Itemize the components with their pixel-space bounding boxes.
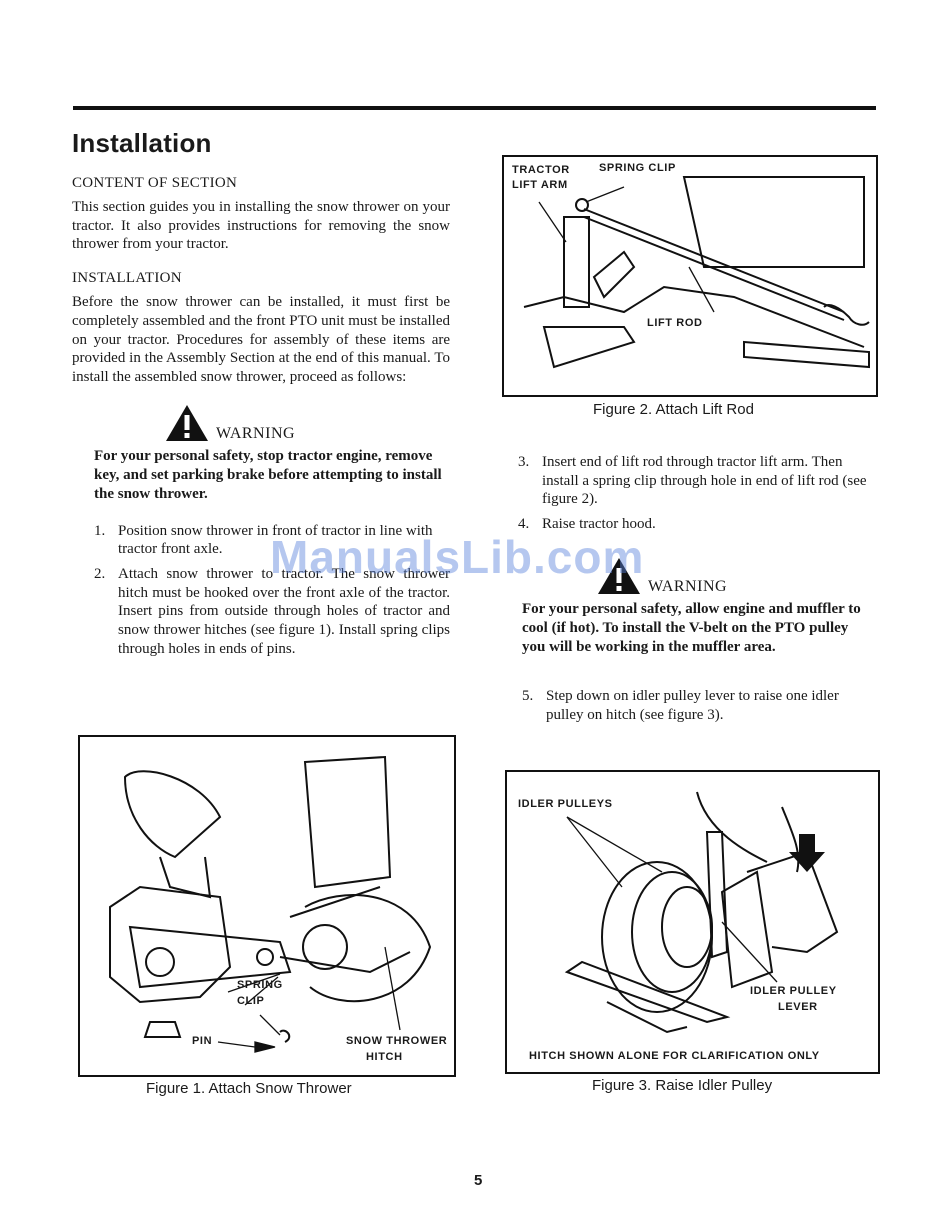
label-clip: CLIP [237, 995, 265, 1007]
steps-list-right: 3. Insert end of lift rod through tracto… [518, 453, 878, 534]
figure-2-caption: Figure 2. Attach Lift Rod [593, 401, 754, 418]
top-rule [73, 106, 876, 110]
figure-2-image: TRACTOR LIFT ARM SPRING CLIP LIFT ROD [502, 155, 878, 397]
steps-list-right-b: 5. Step down on idler pulley lever to ra… [522, 687, 878, 724]
figure-1-drawing [109, 755, 432, 1053]
page-number: 5 [474, 1172, 483, 1189]
content-section-text: This section guides you in installing th… [72, 199, 450, 253]
label-hitch-note: HITCH SHOWN ALONE FOR CLARIFICATION ONLY [529, 1050, 820, 1062]
figure-1-image: SPRING CLIP PIN SNOW THROWER HITCH [78, 735, 456, 1077]
label-lift-rod: LIFT ROD [647, 317, 703, 329]
list-item: 4. Raise tractor hood. [518, 516, 656, 533]
right-column: 3. Insert end of lift rod through tracto… [502, 453, 878, 730]
figure-1-caption: Figure 1. Attach Snow Thrower [146, 1080, 352, 1097]
label-snow-thrower: SNOW THROWER [346, 1035, 448, 1047]
installation-heading: INSTALLATION [72, 270, 182, 287]
installation-text: Before the snow thrower can be installed… [72, 294, 450, 385]
content-section-heading: CONTENT OF SECTION [72, 175, 238, 191]
list-item: 1. Position snow thrower in front of tra… [94, 522, 433, 558]
figure-2-drawing [523, 176, 870, 369]
warning-triangle-icon [598, 557, 640, 594]
label-spring-clip: SPRING CLIP [599, 162, 676, 174]
warning-text: For your personal safety, stop tractor e… [94, 447, 442, 502]
list-item: 5. Step down on idler pulley lever to ra… [522, 687, 839, 723]
warning-label: WARNING [216, 424, 296, 442]
list-item: 3. Insert end of lift rod through tracto… [518, 454, 867, 508]
label-lever: LEVER [778, 1001, 818, 1013]
warning-block: WARNING For your personal safety, stop t… [94, 403, 450, 504]
left-column: Installation CONTENT OF SECTION This sec… [72, 128, 450, 665]
label-idler-pulley: IDLER PULLEY [750, 985, 837, 997]
warning-label-right: WARNING [648, 577, 728, 595]
steps-list: 1. Position snow thrower in front of tra… [94, 522, 450, 659]
label-spring: SPRING [237, 979, 283, 991]
label-idler-pulleys: IDLER PULLEYS [518, 798, 613, 810]
warning-text-right: For your personal safety, allow engine a… [522, 600, 861, 655]
figure-3-caption: Figure 3. Raise Idler Pulley [592, 1077, 773, 1094]
label-hitch: HITCH [366, 1051, 403, 1063]
watermark: ManualsLib.com [270, 531, 645, 583]
warning-block-right: WARNING For your personal safety, allow … [522, 556, 878, 657]
warning-triangle-icon [166, 404, 208, 441]
page-title: Installation [72, 128, 212, 158]
label-lift-arm: LIFT ARM [512, 179, 568, 191]
label-pin: PIN [192, 1035, 213, 1047]
figure-3-image: IDLER PULLEYS IDLER PULLEY LEVER HITCH S… [505, 770, 880, 1074]
label-tractor: TRACTOR [512, 164, 570, 176]
list-item: 2. Attach snow thrower to tractor. The s… [94, 566, 450, 657]
figure-3-drawing [564, 791, 839, 1034]
